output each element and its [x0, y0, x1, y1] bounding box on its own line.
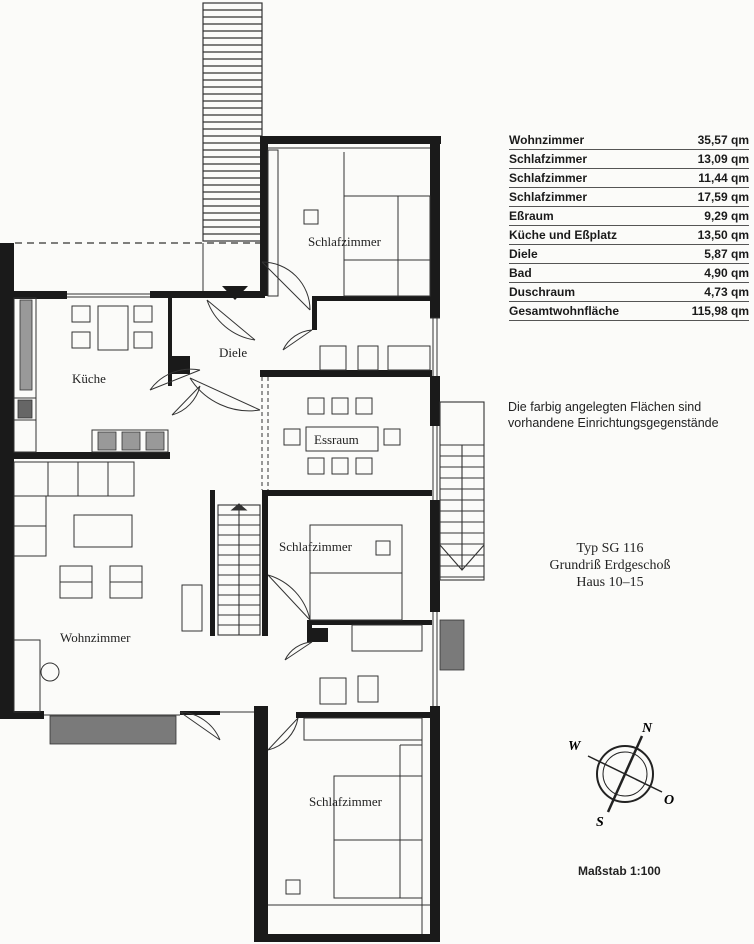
room-label-schlafzimmer-top: Schlafzimmer [308, 234, 382, 249]
plan-subtitle: Grundriß Erdgeschoß [549, 558, 671, 573]
compass-o: O [664, 793, 674, 808]
plan-house: Haus 10–15 [576, 575, 644, 590]
area-room: Küche und Eßplatz [509, 225, 667, 245]
outside-stair-right [439, 401, 485, 581]
area-value: 9,29 qm [666, 206, 749, 226]
title-block: Typ SG 116 Grundriß Erdgeschoß Haus 10–1… [530, 540, 690, 591]
exterior-walls [0, 136, 441, 942]
area-room: Schlafzimmer [509, 168, 667, 188]
area-room: Duschraum [509, 282, 667, 302]
room-label-essraum: Essraum [314, 432, 359, 447]
total-label: Gesamtwohnfläche [509, 301, 667, 321]
hatched-areas [17, 299, 465, 745]
area-value: 4,73 qm [666, 282, 749, 302]
total-row: Gesamtwohnfläche 115,98 qm [509, 301, 749, 321]
compass-w: W [568, 739, 582, 754]
area-room: Diele [509, 244, 667, 264]
room-label-diele: Diele [219, 345, 247, 360]
entry-marker [222, 286, 248, 300]
area-room: Schlafzimmer [509, 187, 667, 207]
area-value: 13,50 qm [666, 225, 749, 245]
scale-label: Maßstab 1:100 [578, 864, 661, 878]
area-room: Wohnzimmer [509, 131, 667, 150]
area-value: 35,57 qm [666, 131, 749, 150]
total-value: 115,98 qm [666, 301, 749, 321]
area-value: 13,09 qm [666, 149, 749, 169]
area-room: Eßraum [509, 206, 667, 226]
compass-n: N [641, 721, 653, 736]
outside-stair-top [202, 2, 263, 242]
interior-stair [217, 503, 261, 636]
area-value: 17,59 qm [666, 187, 749, 207]
compass-s: S [596, 815, 604, 830]
compass-icon: N W S O [568, 721, 674, 830]
room-label-schlafzimmer-bottom: Schlafzimmer [309, 794, 383, 809]
plan-type: Typ SG 116 [576, 541, 644, 556]
area-value: 11,44 qm [666, 168, 749, 188]
floor-plan: Schlafzimmer Küche Diele Essraum Schlafz… [0, 2, 485, 942]
room-label-wohnzimmer: Wohnzimmer [60, 630, 131, 645]
area-value: 5,87 qm [666, 244, 749, 264]
room-label-kueche: Küche [72, 371, 106, 386]
interior-walls [12, 296, 432, 642]
room-label-schlafzimmer-mid: Schlafzimmer [279, 539, 353, 554]
furniture-note: Die farbig angelegten Flächen sind vorha… [508, 400, 719, 430]
furniture-lines [13, 147, 440, 934]
area-room: Schlafzimmer [509, 149, 667, 169]
area-value: 4,90 qm [666, 263, 749, 283]
area-room: Bad [509, 263, 667, 283]
